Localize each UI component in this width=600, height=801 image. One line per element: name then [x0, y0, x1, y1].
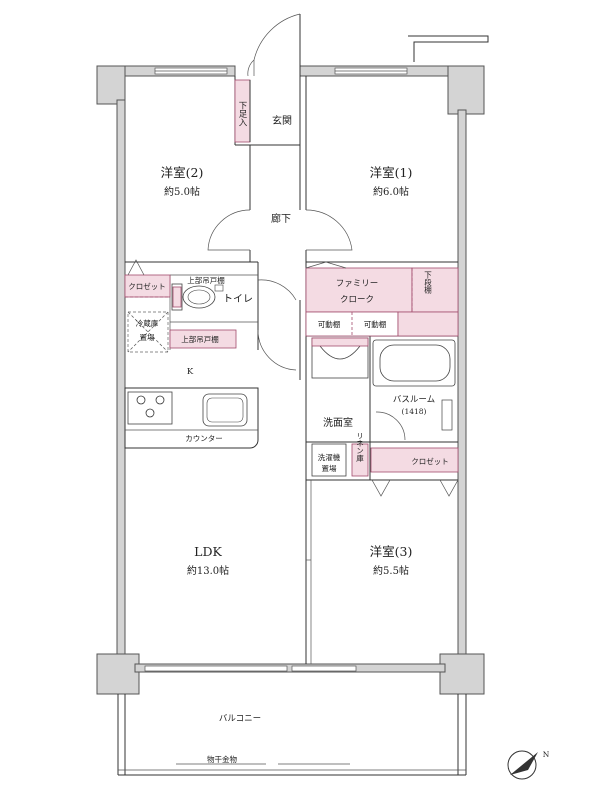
western2-name: 洋室(2): [161, 165, 204, 180]
bathroom-size-label: (1418): [402, 407, 427, 416]
bathroom-label: バスルーム: [393, 395, 435, 405]
washer-area: [311, 443, 347, 477]
ldk-name: LDK: [194, 544, 222, 559]
western3-size: 約5.5帖: [373, 564, 409, 577]
movable-shelf-a-label: 可動棚: [318, 319, 341, 329]
kitchen-counter: [124, 387, 259, 449]
kitchen-closet-label: クロゼット: [128, 281, 166, 291]
drying-rack-label: 物干金物: [207, 754, 237, 764]
entrance-label: 玄関: [272, 114, 292, 127]
lower-shelf-label: 下段棚: [423, 270, 432, 294]
movable-shelf-b-label: 可動棚: [364, 319, 387, 329]
western3-name: 洋室(3): [370, 544, 413, 559]
vanity: [311, 337, 369, 379]
washer-label-2: 置場: [322, 463, 337, 473]
fridge-area: [127, 311, 169, 353]
room-labels: 洋室(2) 約5.0帖 洋室(1) 約6.0帖 洋室(3) 約5.5帖 LDK …: [128, 101, 549, 764]
compass-icon: [507, 750, 538, 780]
upper-cabinet-kitchen-label: 上部吊戸棚: [181, 334, 219, 344]
corridor-label: 廊下: [271, 212, 291, 225]
room-doors: [207, 209, 406, 441]
western3-closet-label: クロゼット: [411, 456, 449, 466]
outer-walls: [96, 65, 485, 695]
bathtub: [372, 339, 456, 431]
family-closet-label-2: クローク: [340, 295, 374, 305]
linen-label: リネン庫: [355, 432, 364, 463]
upper-cabinet-toilet-label: 上部吊戸棚: [187, 275, 225, 285]
family-closet-label-1: ファミリー: [336, 279, 379, 289]
upper-cabinet-kitchen: [169, 329, 237, 349]
toilet-fixture: [171, 283, 224, 311]
western3-closet: [370, 447, 459, 473]
toilet-label: トイレ: [223, 294, 253, 305]
washer-label-1: 洗濯機: [318, 452, 341, 462]
fridge-label-1: 冷蔵庫: [136, 318, 159, 328]
windows: [144, 67, 408, 672]
washroom-label: 洗面室: [323, 416, 353, 429]
western1-name: 洋室(1): [370, 165, 413, 180]
family-closet: [305, 267, 413, 313]
western1-size: 約6.0帖: [373, 185, 409, 198]
fridge-label-2: 置場: [140, 332, 155, 342]
balcony: [117, 694, 467, 776]
linen-storage: [351, 443, 369, 477]
ldk-size: 約13.0帖: [187, 564, 229, 577]
western2-size: 約5.0帖: [164, 185, 200, 198]
counter-label: カウンター: [185, 434, 223, 443]
shoe-storage-label: 下足入: [237, 101, 247, 127]
compass-label: N: [543, 750, 550, 759]
exterior-wall-stub: [408, 35, 489, 62]
kitchen-label: K: [187, 367, 194, 377]
entrance-door: [247, 13, 301, 77]
balcony-label: バルコニー: [219, 714, 261, 724]
lower-shelf: [411, 267, 459, 313]
